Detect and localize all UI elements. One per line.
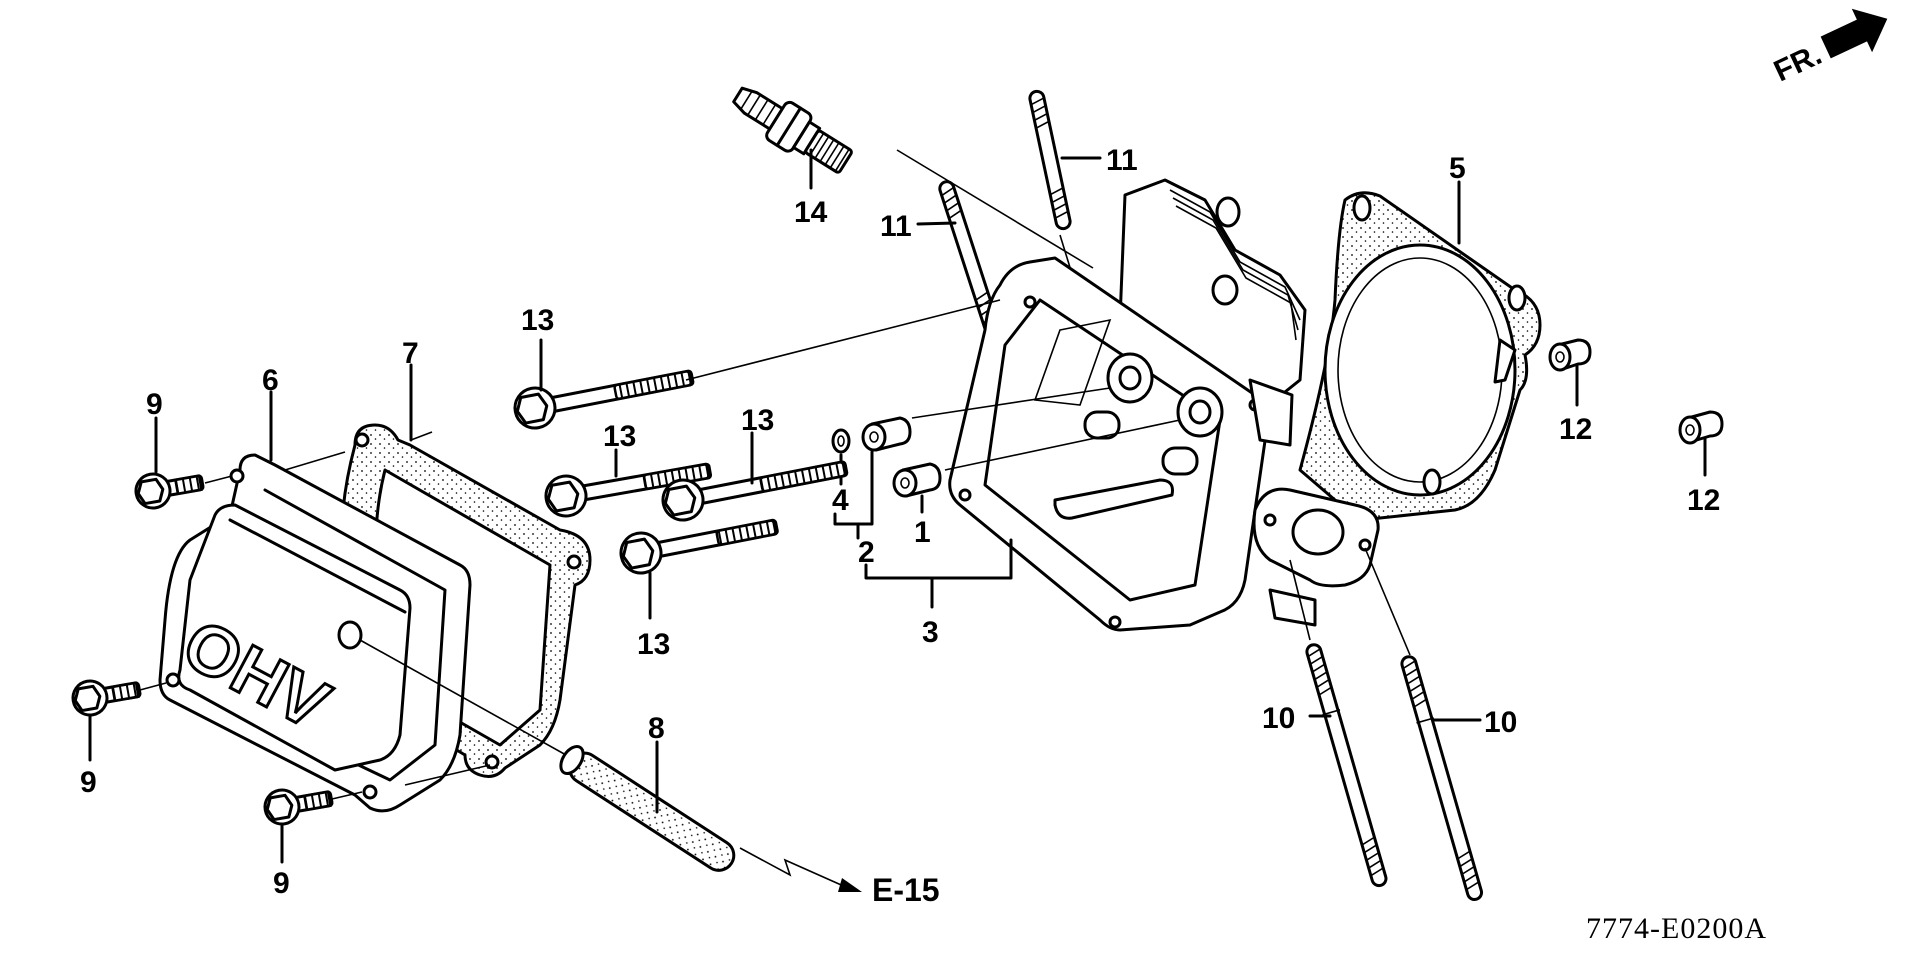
- stud-bolt-11-upper[interactable]: [1028, 89, 1072, 231]
- flange-bolt-13-d[interactable]: [618, 507, 781, 576]
- cover-lower-leader: [404, 764, 491, 786]
- bolt-9-b-leader: [139, 682, 167, 691]
- stud-bolt-10-a[interactable]: [1303, 643, 1389, 888]
- callout-9-c: 9: [273, 867, 290, 900]
- front-direction-marker: FR.: [1769, 8, 1888, 88]
- callout-8: 8: [648, 712, 665, 745]
- callout-13-c: 13: [741, 404, 774, 437]
- callout-10-b: 10: [1484, 706, 1517, 739]
- flange-bolt-9-c[interactable]: [262, 782, 334, 827]
- callout-11-lower: 11: [880, 210, 912, 243]
- cross-reference-arrow: [739, 847, 849, 889]
- callout-11-upper: 11: [1106, 144, 1138, 177]
- callout-13-a: 13: [521, 304, 554, 337]
- callout-13-b: 13: [603, 420, 636, 453]
- callout-7: 7: [402, 337, 419, 370]
- cylinder-head-assembly[interactable]: [948, 178, 1380, 632]
- cover-hole-leader: [359, 639, 576, 761]
- callout-2: 2: [858, 536, 875, 569]
- dowel-pin-2[interactable]: [861, 416, 912, 452]
- dowel-pin-12-b[interactable]: [1678, 410, 1724, 445]
- flange-bolt-9-b[interactable]: [70, 673, 142, 718]
- callout-12-b: 12: [1687, 484, 1720, 517]
- callout-4: 4: [832, 484, 849, 517]
- cylinder-head-gasket[interactable]: [1298, 191, 1542, 521]
- front-direction-label: FR.: [1769, 38, 1827, 88]
- bracket-3: [864, 538, 1013, 580]
- bolt-13-a-leader: [685, 299, 1001, 381]
- callout-12-a: 12: [1559, 413, 1592, 446]
- flange-bolt-13-a[interactable]: [512, 358, 696, 432]
- callout-5: 5: [1449, 152, 1466, 185]
- callout-14: 14: [794, 196, 828, 229]
- callout-6: 6: [262, 364, 279, 397]
- callout-13-d: 13: [637, 628, 670, 661]
- callout-9-a: 9: [146, 388, 163, 421]
- dowel-pin-1[interactable]: [892, 462, 942, 498]
- bolt-9-a-leader: [204, 475, 233, 484]
- flange-bolt-13-b[interactable]: [543, 451, 713, 519]
- arrow-head-icon: [838, 878, 862, 892]
- o-ring-4[interactable]: [831, 428, 851, 454]
- cross-reference-label[interactable]: E-15: [872, 872, 940, 908]
- drawing-code: 7774-E0200A: [1586, 912, 1767, 945]
- dowel-pin-12-a[interactable]: [1548, 338, 1592, 372]
- spark-plug-leader: [896, 149, 1094, 269]
- stud-10-a-leader: [1289, 559, 1311, 641]
- leader-11-lower: [916, 221, 957, 226]
- dowel-2-leader: [911, 387, 1111, 419]
- callout-3: 3: [922, 616, 939, 649]
- spark-plug[interactable]: [726, 76, 857, 181]
- callout-1: 1: [914, 516, 931, 549]
- breather-tube[interactable]: [556, 743, 739, 877]
- callout-10-a: 10: [1262, 702, 1295, 735]
- bracket-2: [833, 450, 874, 526]
- stud-10-b-leader: [1364, 547, 1411, 656]
- callout-9-b: 9: [80, 766, 97, 799]
- arrow-right-icon: [1820, 8, 1888, 59]
- flange-bolt-9-a[interactable]: [133, 466, 205, 511]
- gasket-7-leader: [410, 431, 433, 441]
- stud-bolt-10-b[interactable]: [1398, 655, 1485, 902]
- dowel-1-leader: [944, 419, 1181, 471]
- flange-bolt-13-c[interactable]: [660, 449, 850, 524]
- cover-6-leader: [284, 451, 346, 471]
- bolt-9-c-leader: [331, 791, 363, 800]
